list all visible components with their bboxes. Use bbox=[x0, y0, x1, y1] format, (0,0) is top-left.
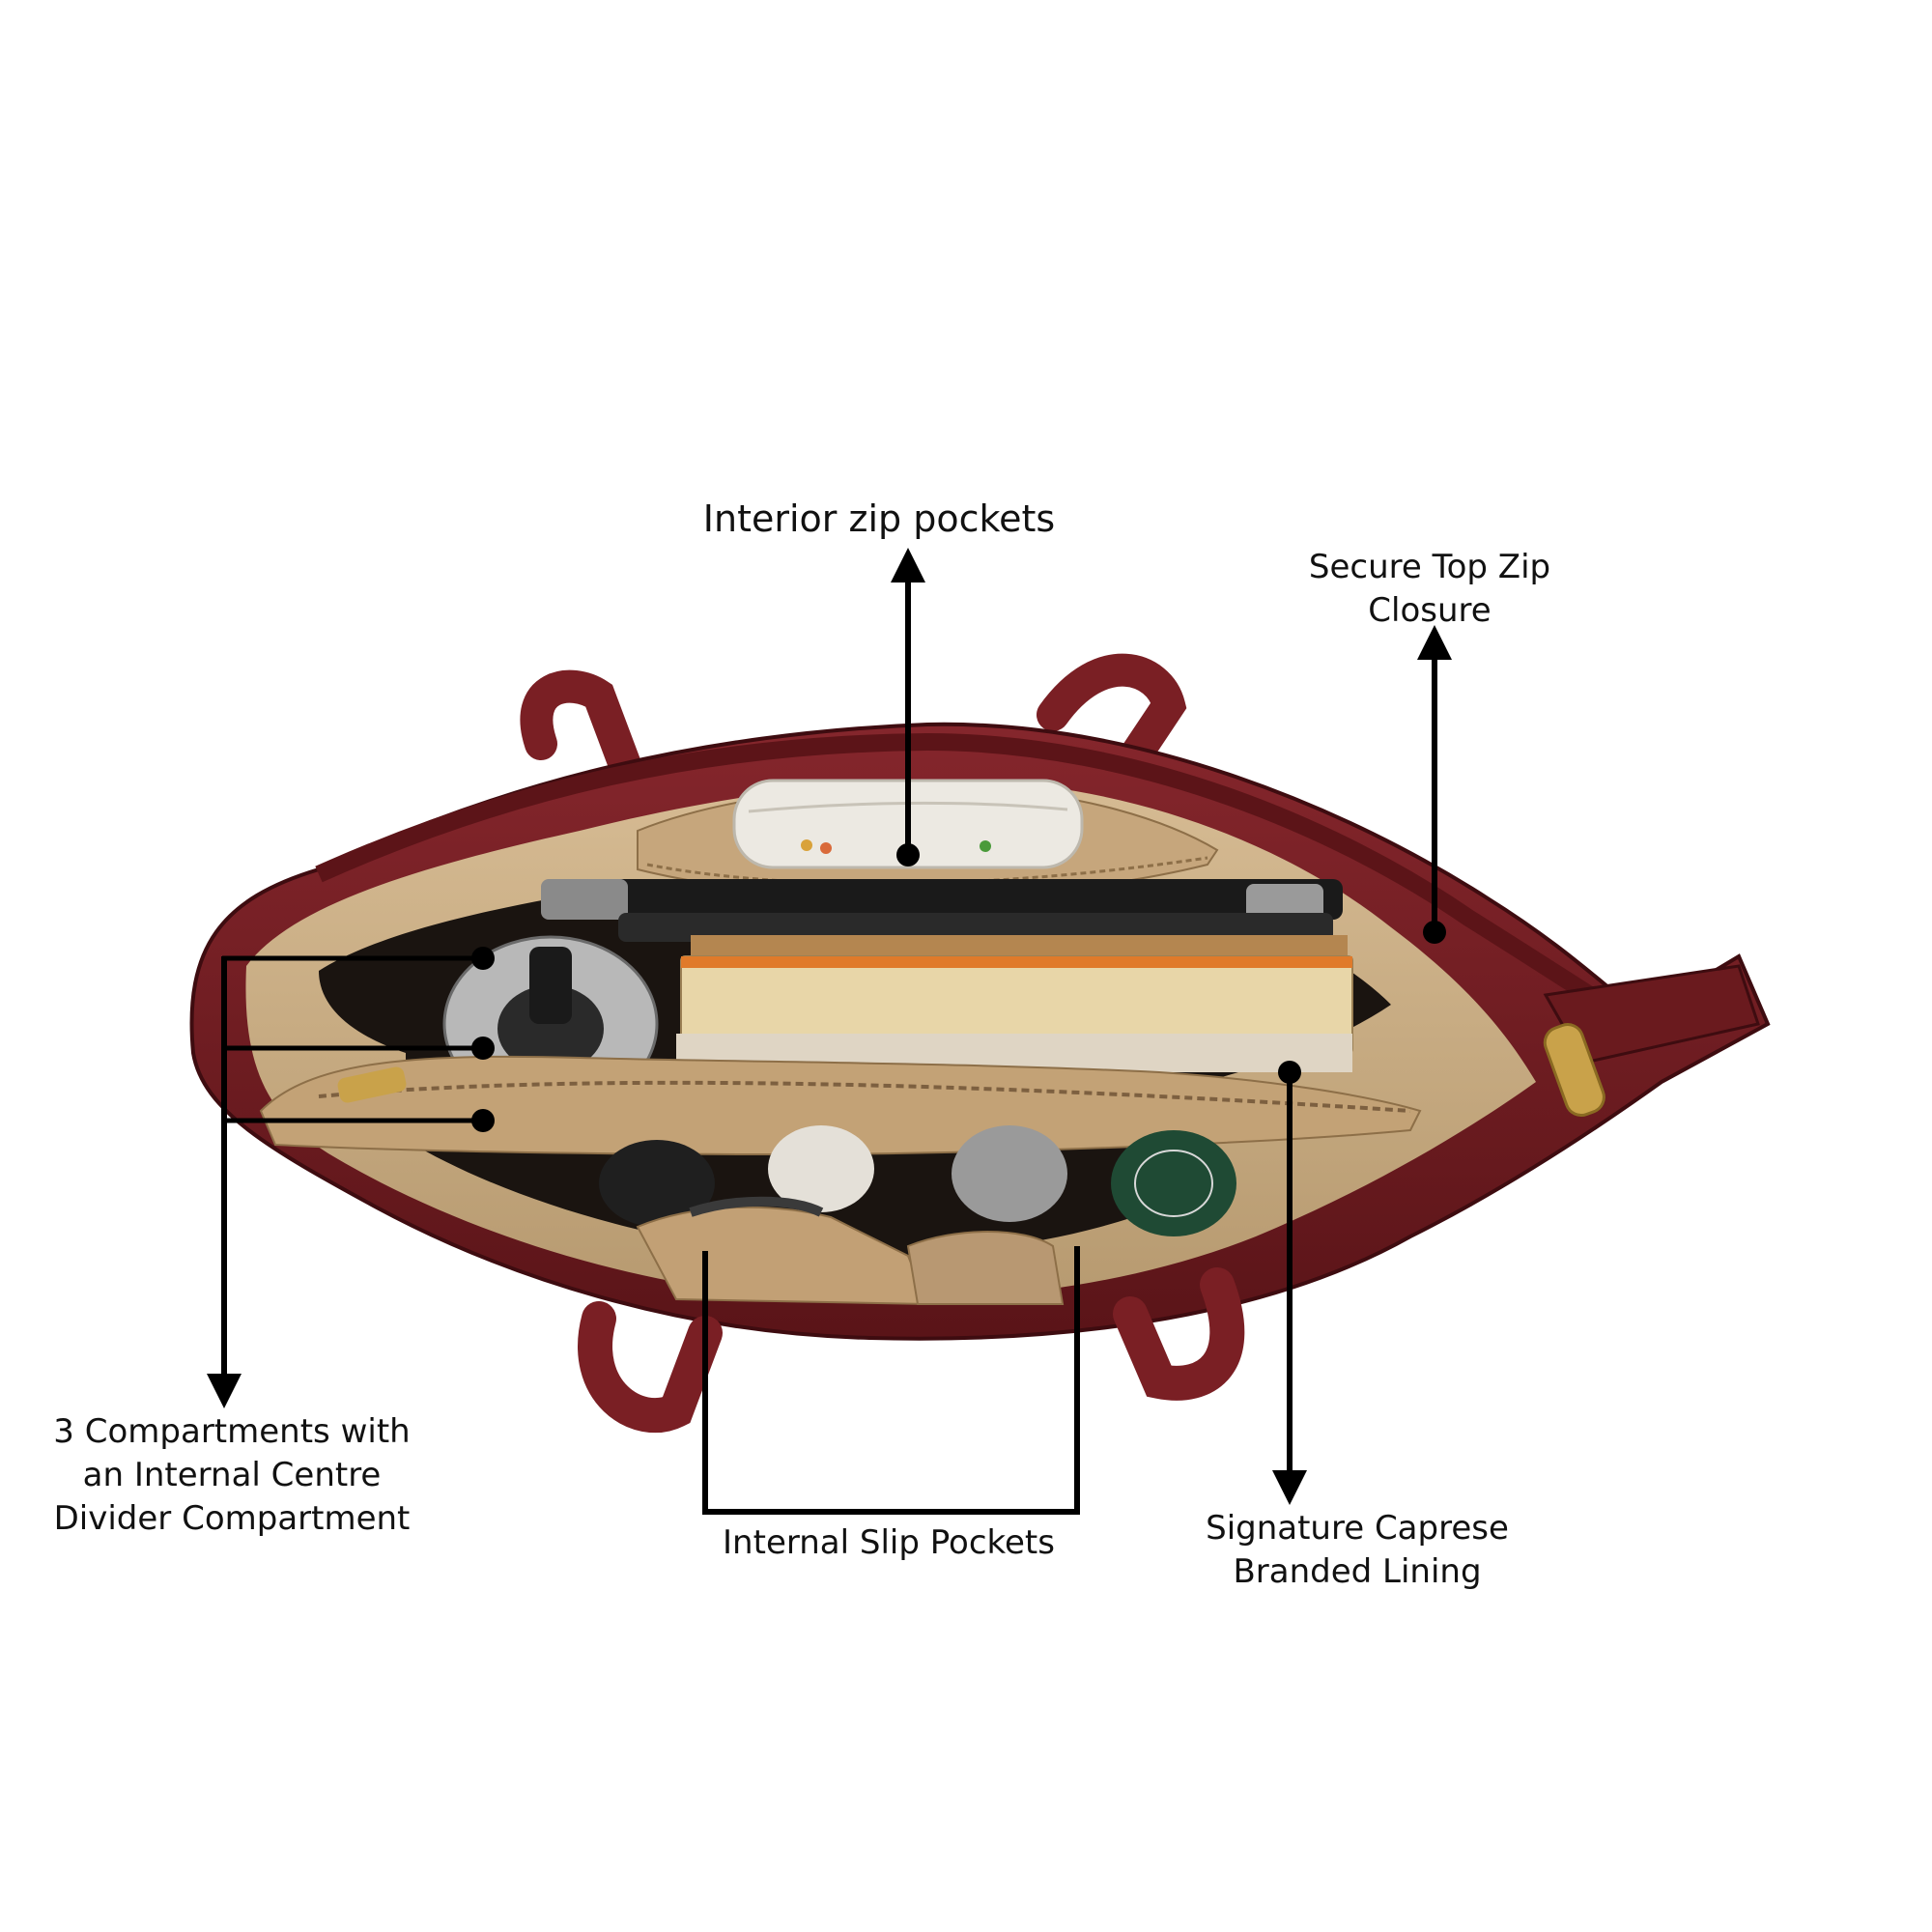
front-items bbox=[599, 1125, 1236, 1236]
pointer-dot-icon bbox=[896, 843, 920, 867]
zip-puller-right bbox=[1543, 1023, 1605, 1117]
umbrella-rod bbox=[541, 879, 1343, 952]
label-slip-pockets: Internal Slip Pockets bbox=[723, 1523, 1055, 1562]
slip-pockets-bracket bbox=[702, 1246, 1080, 1515]
label-branded-lining: Signature Caprese Branded Lining bbox=[1206, 1509, 1509, 1591]
top-zip-band bbox=[315, 732, 1657, 1041]
label-compartments: 3 Compartments with an Internal Centre D… bbox=[53, 1412, 411, 1538]
bag-handles-back bbox=[520, 653, 1187, 789]
pointer-dot-icon bbox=[1423, 921, 1446, 944]
zip-puller-left bbox=[337, 1066, 407, 1103]
slip-pockets bbox=[636, 1196, 1065, 1306]
bag-handles-front bbox=[578, 1267, 1245, 1433]
pointer-dot-icon bbox=[1278, 1061, 1301, 1084]
label-interior-zip-pockets: Interior zip pockets bbox=[702, 497, 1056, 540]
label-secure-top-zip: Secure Top Zip Closure bbox=[1308, 548, 1551, 630]
divider-zip-line bbox=[318, 1080, 1411, 1113]
compartments-pointer bbox=[207, 947, 495, 1408]
books bbox=[676, 935, 1353, 1072]
